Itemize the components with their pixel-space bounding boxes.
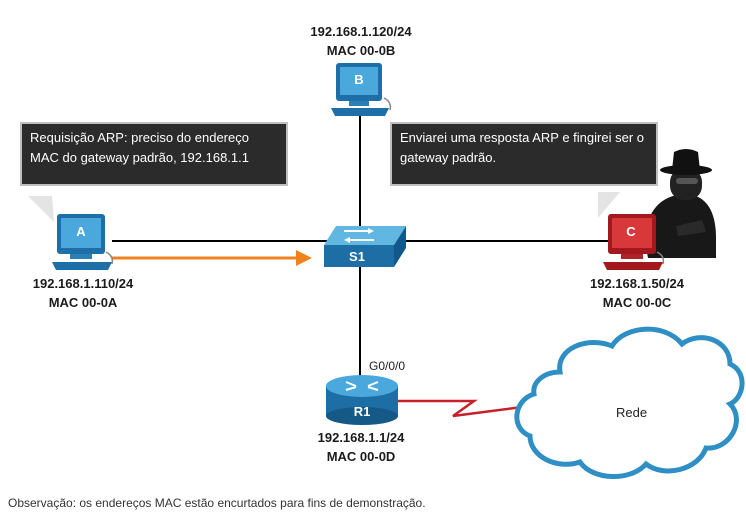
- switch-icon: [324, 226, 406, 267]
- pc-a-icon: [52, 214, 114, 270]
- host-b-ip: 192.168.1.120/24: [310, 24, 412, 39]
- pc-c-icon: [603, 214, 665, 270]
- router-ip: 192.168.1.1/24: [317, 430, 405, 445]
- bubble-a-tail: [28, 196, 54, 222]
- cloud-icon: [514, 326, 745, 479]
- pc-c-letter: C: [626, 224, 636, 239]
- host-a-ip: 192.168.1.110/24: [32, 276, 134, 291]
- host-c-ip: 192.168.1.50/24: [590, 276, 684, 291]
- router-port-label: G0/0/0: [369, 359, 406, 373]
- router-icon: [326, 375, 398, 425]
- cloud-label: Rede: [616, 405, 648, 420]
- bubble-host-c: Enviarei uma resposta ARP e fingirei ser…: [390, 122, 658, 186]
- switch-label: S1: [349, 249, 365, 264]
- wan-serial-link: [398, 399, 531, 418]
- pc-a-letter: A: [76, 224, 86, 239]
- arp-request-arrow: [112, 250, 312, 266]
- attacker-icon: [645, 149, 716, 258]
- router-mac: MAC 00-0D: [326, 449, 396, 464]
- host-a-mac: MAC 00-0A: [48, 295, 118, 310]
- bubble-c-tail: [598, 192, 620, 218]
- host-c-mac: MAC 00-0C: [602, 295, 672, 310]
- footnote: Observação: os endereços MAC estão encur…: [8, 496, 426, 510]
- bubble-host-a: Requisição ARP: preciso do endereço MAC …: [20, 122, 288, 186]
- pc-b-icon: [331, 63, 392, 116]
- host-b-mac: MAC 00-0B: [326, 43, 396, 58]
- pc-b-letter: B: [354, 72, 364, 87]
- router-label: R1: [353, 404, 371, 419]
